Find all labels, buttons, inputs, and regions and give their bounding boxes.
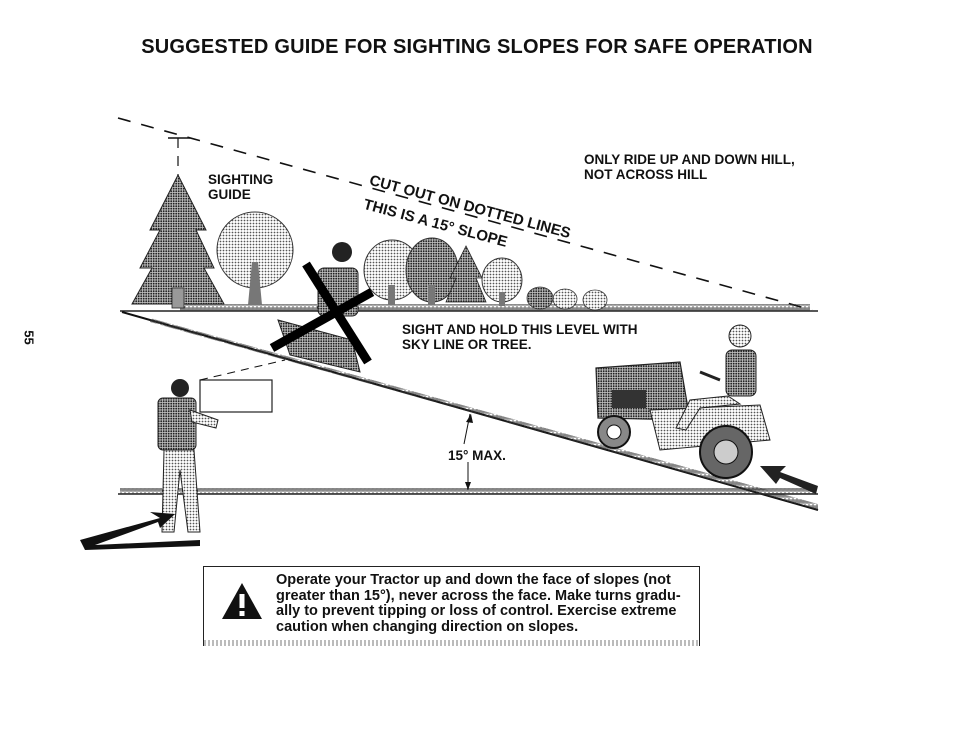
sight-hold-label-line1: SIGHT AND HOLD THIS LEVEL WITH bbox=[402, 322, 638, 337]
ground-line bbox=[118, 488, 818, 495]
warning-text: Operate your Tractor up and down the fac… bbox=[276, 572, 686, 635]
pine-tree-small bbox=[445, 245, 487, 303]
ride-up-down-label: ONLY RIDE UP AND DOWN HILL, NOT ACROSS H… bbox=[584, 152, 795, 182]
ground-arrow-icon bbox=[80, 512, 200, 550]
ride-up-down-label-line2: NOT ACROSS HILL bbox=[584, 167, 708, 182]
deciduous-tree-4 bbox=[481, 257, 523, 306]
deciduous-tree-1 bbox=[216, 211, 294, 305]
angle-marker bbox=[463, 413, 473, 490]
warning-box: Operate your Tractor up and down the fac… bbox=[203, 566, 700, 646]
sight-hold-label: SIGHT AND HOLD THIS LEVEL WITH SKY LINE … bbox=[402, 322, 638, 352]
max-angle-label: 15° MAX. bbox=[448, 448, 506, 463]
tractor-across-slope-crossed-out bbox=[269, 242, 375, 373]
bushes-row bbox=[526, 286, 608, 311]
warning-text-line1: Operate your Tractor up and down the fac… bbox=[276, 572, 671, 588]
slope-line bbox=[121, 311, 819, 511]
tractor-up-slope bbox=[595, 324, 771, 479]
warning-text-line4: caution when changing direction on slope… bbox=[276, 618, 579, 635]
sighting-guide-label-line2: GUIDE bbox=[208, 187, 251, 202]
sight-hold-label-line2: SKY LINE OR TREE. bbox=[402, 337, 532, 352]
person-with-sighting-guide bbox=[157, 359, 286, 533]
page-title: SUGGESTED GUIDE FOR SIGHTING SLOPES FOR … bbox=[141, 36, 813, 58]
uphill-arrow-icon bbox=[760, 466, 818, 494]
ride-up-down-label-line1: ONLY RIDE UP AND DOWN HILL, bbox=[584, 152, 795, 167]
warning-text-line3: ally to prevent tipping or loss of contr… bbox=[276, 603, 677, 619]
warning-triangle-icon bbox=[222, 583, 262, 619]
sighting-guide-card bbox=[199, 379, 273, 413]
warning-text-line2: greater than 15°), never across the face… bbox=[276, 587, 681, 604]
horizon-level-line bbox=[120, 304, 818, 312]
sighting-dashed-line bbox=[117, 117, 813, 311]
pine-tree-left bbox=[131, 173, 225, 309]
sighting-guide-label: SIGHTING GUIDE bbox=[208, 172, 273, 202]
sighting-guide-label-line1: SIGHTING bbox=[208, 172, 274, 187]
